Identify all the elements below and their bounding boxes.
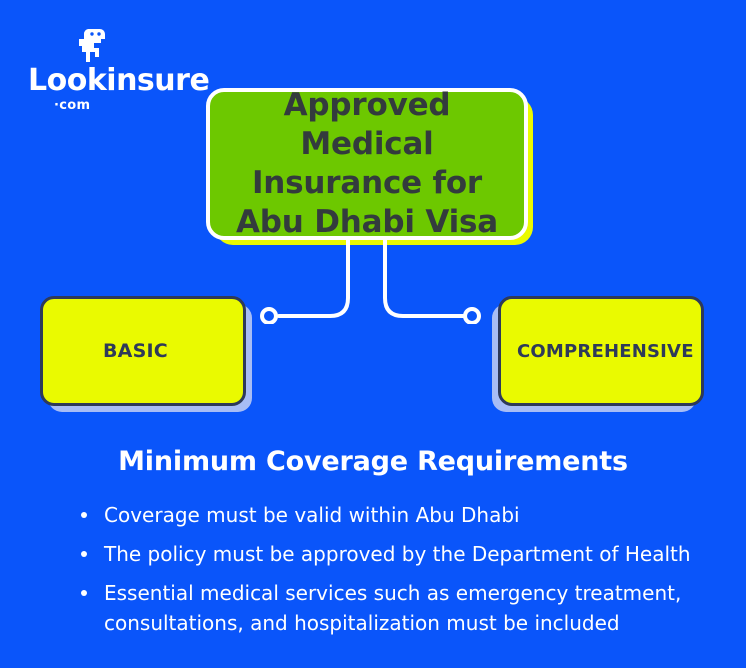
list-item: The policy must be approved by the Depar… <box>76 539 706 570</box>
logo-wordmark: Lookinsure <box>28 63 210 98</box>
connector-lines <box>260 238 481 324</box>
logo-tld: ·com <box>54 98 91 113</box>
list-item: Coverage must be valid within Abu Dhabi <box>76 500 706 531</box>
option-card-basic[interactable]: BASIC <box>40 296 246 406</box>
title-card: Approved Medical Insurance for Abu Dhabi… <box>206 86 528 241</box>
bullet-icon <box>81 550 87 557</box>
requirements-heading: Minimum Coverage Requirements <box>118 446 628 477</box>
bullet-icon <box>81 512 87 518</box>
requirements-list: Coverage must be valid within Abu Dhabi … <box>76 500 706 647</box>
brand-logo[interactable]: Lookinsure ·com <box>26 26 210 113</box>
bullet-icon <box>81 589 87 596</box>
option-card-basic-label: BASIC <box>103 340 168 362</box>
title-card-container: Approved Medical Insurance for Abu Dhabi… <box>206 86 533 245</box>
list-item-text: The policy must be approved by the Depar… <box>104 541 691 566</box>
dinosaur-mascot-icon <box>79 29 105 62</box>
option-card-comprehensive-container: COMPREHENSIVE <box>492 296 706 412</box>
page-title: Approved Medical Insurance for Abu Dhabi… <box>235 86 499 241</box>
option-card-basic-container: BASIC <box>40 296 252 412</box>
connector-endpoint-right <box>463 307 481 324</box>
list-item-text: Essential medical services such as emerg… <box>104 580 682 636</box>
list-item: Essential medical services such as emerg… <box>76 578 706 640</box>
option-card-comprehensive[interactable]: COMPREHENSIVE <box>498 296 704 406</box>
connector-endpoint-left <box>260 307 278 324</box>
option-card-comprehensive-label: COMPREHENSIVE <box>517 340 694 362</box>
list-item-text: Coverage must be valid within Abu Dhabi <box>104 503 520 527</box>
